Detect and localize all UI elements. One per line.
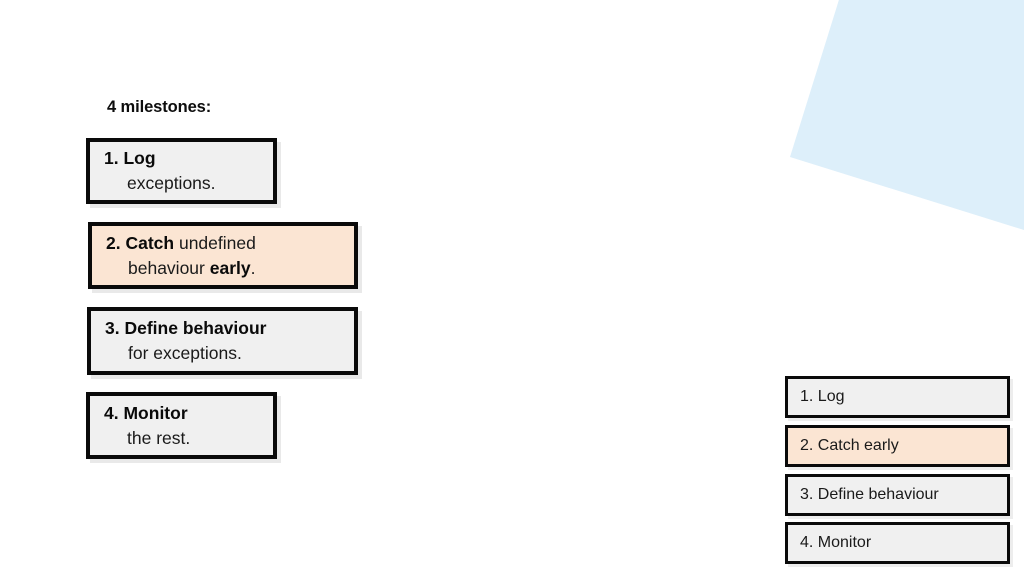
summary-item-4[interactable]: 4. Monitor	[785, 522, 1010, 564]
summary-item-2-label: 2. Catch early	[800, 437, 899, 454]
summary-item-1-label: 1. Log	[800, 388, 845, 405]
milestone-card-4-text: 4. Monitor the rest.	[90, 401, 204, 451]
milestone-card-2-title: Catch	[125, 232, 175, 253]
milestone-card-2-text: 2. Catch undefined behaviour early.	[92, 231, 270, 281]
milestone-card-1-detail: exceptions.	[127, 173, 216, 193]
summary-item-3-label: 3. Define behaviour	[800, 486, 939, 503]
milestone-card-1-title: Log	[123, 148, 156, 168]
milestone-card-3-detail: for exceptions.	[128, 343, 242, 363]
milestone-card-1-number: 1.	[104, 148, 119, 168]
milestone-card-4[interactable]: 4. Monitor the rest.	[86, 392, 277, 459]
milestone-card-2-detail-tail: .	[250, 257, 256, 278]
summary-item-2[interactable]: 2. Catch early	[785, 425, 1010, 467]
milestone-card-1-text: 1. Log exceptions.	[90, 146, 230, 196]
milestone-card-2-number: 2.	[106, 232, 121, 253]
page-title: 4 milestones:	[107, 98, 212, 116]
summary-item-4-label: 4. Monitor	[800, 534, 872, 551]
summary-item-3[interactable]: 3. Define behaviour	[785, 474, 1010, 516]
milestone-card-3[interactable]: 3. Define behaviour for exceptions.	[87, 307, 358, 375]
milestone-card-1[interactable]: 1. Log exceptions.	[86, 138, 277, 204]
milestone-card-3-title: Define behaviour	[124, 318, 267, 338]
summary-item-1[interactable]: 1. Log	[785, 376, 1010, 418]
blue-angled-panel-icon	[790, 0, 1024, 231]
milestone-card-2[interactable]: 2. Catch undefined behaviour early.	[88, 222, 358, 289]
milestone-card-2-detail-plain: behaviour	[128, 257, 210, 278]
milestone-card-3-text: 3. Define behaviour for exceptions.	[91, 316, 280, 366]
milestone-card-4-title: Monitor	[123, 402, 188, 423]
milestone-card-3-number: 3.	[105, 318, 120, 338]
milestone-card-2-title-rest: undefined	[174, 232, 256, 253]
milestone-card-4-number: 4.	[104, 402, 119, 423]
milestone-card-2-detail: behaviour early.	[106, 256, 256, 281]
milestone-card-2-detail-emphasis: early	[209, 257, 251, 278]
milestone-card-4-detail: the rest.	[127, 427, 191, 448]
